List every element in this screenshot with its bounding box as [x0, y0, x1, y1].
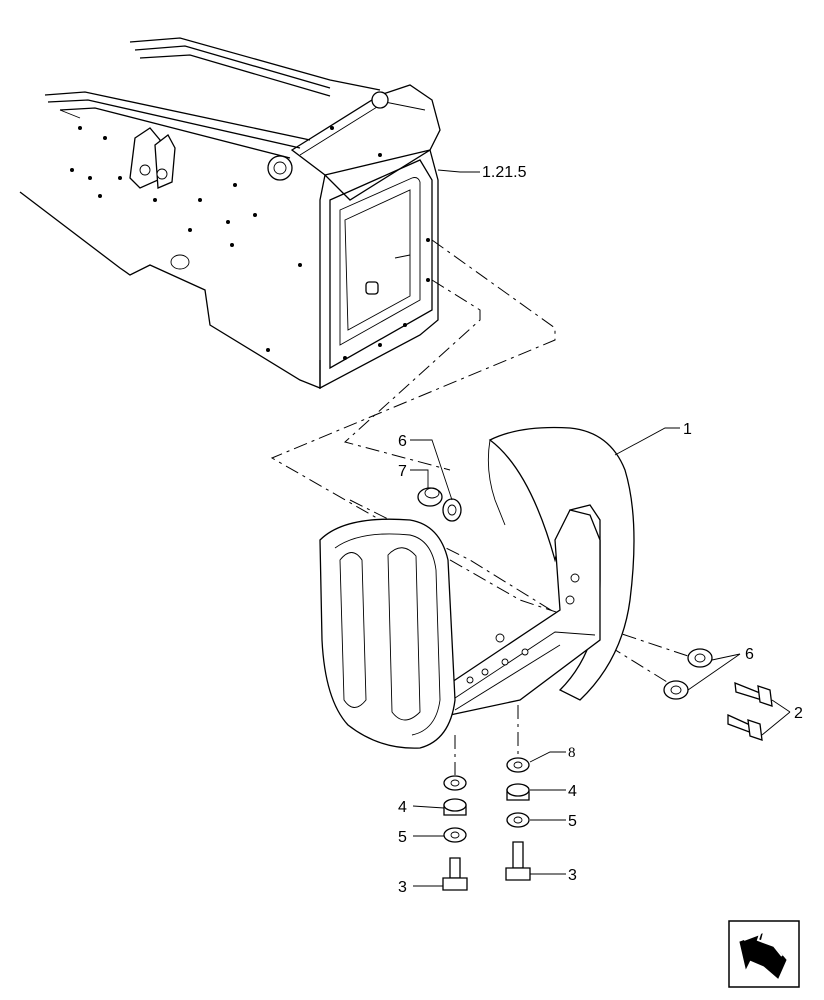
callout-4-right: 4	[568, 783, 577, 800]
callout-1: 1	[683, 421, 692, 438]
callout-6-top: 6	[398, 433, 407, 450]
return-arrow-glyph	[728, 920, 800, 988]
callout-7: 7	[398, 463, 407, 480]
counterweight	[319, 426, 635, 749]
hardware-stack-right	[505, 757, 531, 881]
callout-3-right: 3	[568, 867, 577, 884]
callout-6-right: 6	[745, 646, 754, 663]
washer-6-top	[442, 498, 462, 522]
callout-ref-frame: 1.21.5	[482, 164, 527, 181]
return-arrow-icon[interactable]	[728, 920, 800, 988]
frame-rivets	[70, 126, 430, 360]
spacer-nut-7	[417, 487, 443, 507]
bolt-2	[727, 681, 773, 741]
callout-3-left: 3	[398, 879, 407, 896]
washer-6-right	[663, 648, 713, 700]
callout-2: 2	[794, 705, 803, 722]
callout-8: 8	[568, 745, 576, 761]
hardware-stack-left	[442, 775, 468, 891]
callout-5-left: 5	[398, 829, 407, 846]
leader-lines	[410, 169, 791, 887]
callout-5-right: 5	[568, 813, 577, 830]
callout-4-left: 4	[398, 799, 407, 816]
front-frame	[19, 37, 441, 390]
